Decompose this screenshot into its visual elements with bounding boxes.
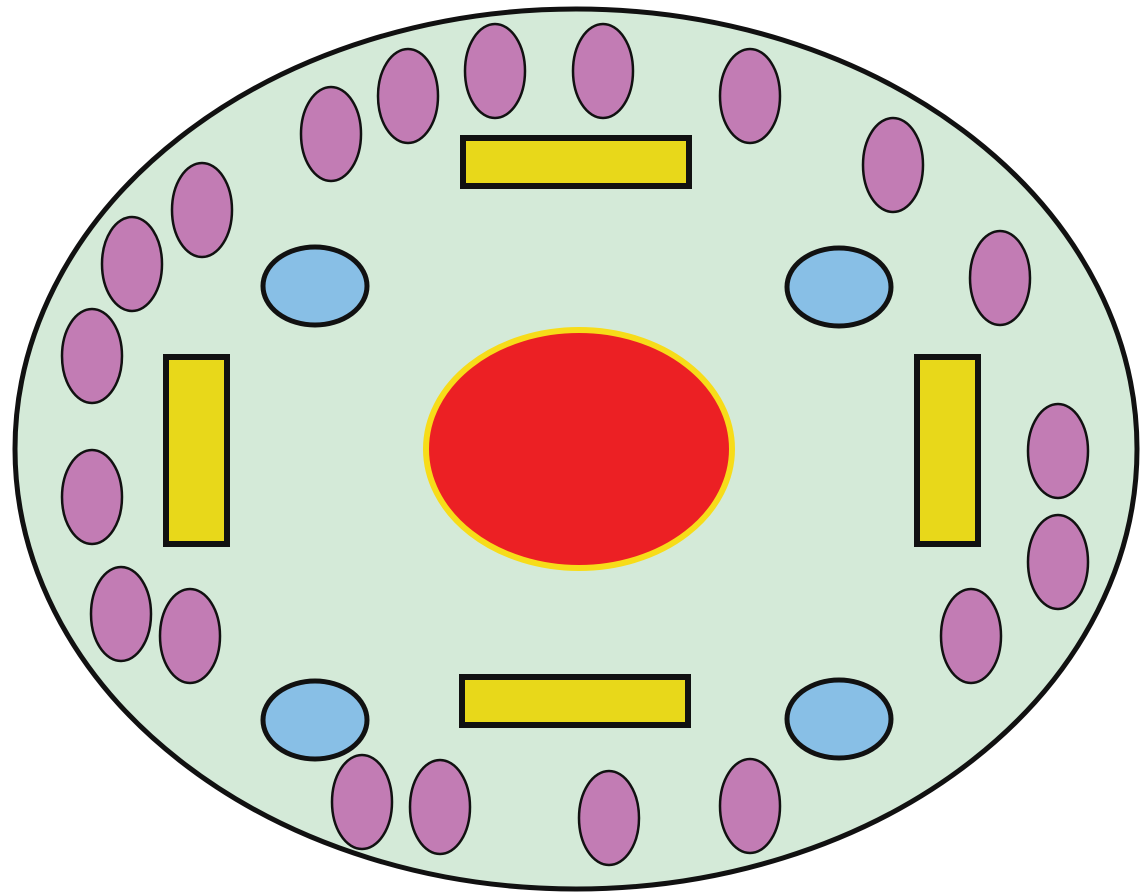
purple-organelle-1 (465, 24, 525, 118)
purple-organelle-2 (573, 24, 633, 118)
purple-organelle-11 (62, 450, 122, 544)
purple-organelle-18 (410, 760, 470, 854)
blue-organelle-bottom-right (787, 680, 891, 758)
purple-organelle-17 (332, 755, 392, 849)
purple-organelle-6 (863, 118, 923, 212)
rod-right (917, 357, 978, 544)
purple-organelle-4 (301, 87, 361, 181)
purple-organelle-10 (62, 309, 122, 403)
blue-organelle-top-left (263, 247, 367, 325)
purple-organelle-15 (160, 589, 220, 683)
purple-organelle-9 (970, 231, 1030, 325)
rod-left (166, 357, 227, 544)
purple-organelle-20 (720, 759, 780, 853)
nucleus-group (426, 330, 732, 568)
purple-organelle-5 (720, 49, 780, 143)
purple-organelle-13 (1028, 515, 1088, 609)
purple-organelle-19 (579, 771, 639, 865)
rod-bottom (462, 677, 688, 725)
purple-organelle-7 (172, 163, 232, 257)
purple-organelle-14 (91, 567, 151, 661)
nucleus (426, 330, 732, 568)
purple-organelle-3 (378, 49, 438, 143)
purple-organelle-12 (1028, 404, 1088, 498)
blue-organelle-bottom-left (263, 681, 367, 759)
purple-organelle-8 (102, 217, 162, 311)
rod-top (463, 138, 689, 186)
blue-organelle-top-right (787, 248, 891, 326)
purple-organelle-16 (941, 589, 1001, 683)
